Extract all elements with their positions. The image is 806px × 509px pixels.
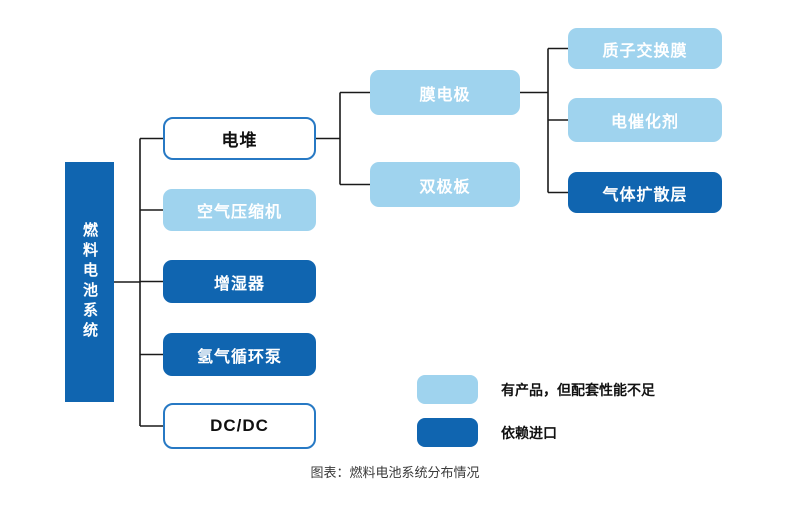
node-hydrogen-circulation-pump: 氢气循环泵: [163, 333, 316, 376]
node-fuel-cell-system: 燃料电池系统: [65, 162, 114, 402]
node-electrocatalyst: 电催化剂: [568, 98, 722, 142]
legend-item-import-dependent: 依赖进口: [417, 418, 557, 447]
chart-caption: 图表：燃料电池系统分布情况: [310, 465, 480, 480]
node-stack: 电堆: [163, 117, 316, 160]
node-dcdc-converter: DC/DC: [163, 403, 316, 449]
node-humidifier: 增湿器: [163, 260, 316, 303]
node-air-compressor: 空气压缩机: [163, 189, 316, 231]
legend-label: 依赖进口: [501, 424, 557, 441]
legend-item-has-product: 有产品，但配套性能不足: [417, 375, 655, 404]
legend-label: 有产品，但配套性能不足: [501, 381, 655, 398]
node-gas-diffusion-layer: 气体扩散层: [568, 172, 722, 213]
node-membrane-electrode: 膜电极: [370, 70, 520, 115]
legend-swatch-dark-blue: [417, 418, 478, 447]
legend-swatch-light-blue: [417, 375, 478, 404]
node-bipolar-plate: 双极板: [370, 162, 520, 207]
node-proton-exchange-membrane: 质子交换膜: [568, 28, 722, 69]
